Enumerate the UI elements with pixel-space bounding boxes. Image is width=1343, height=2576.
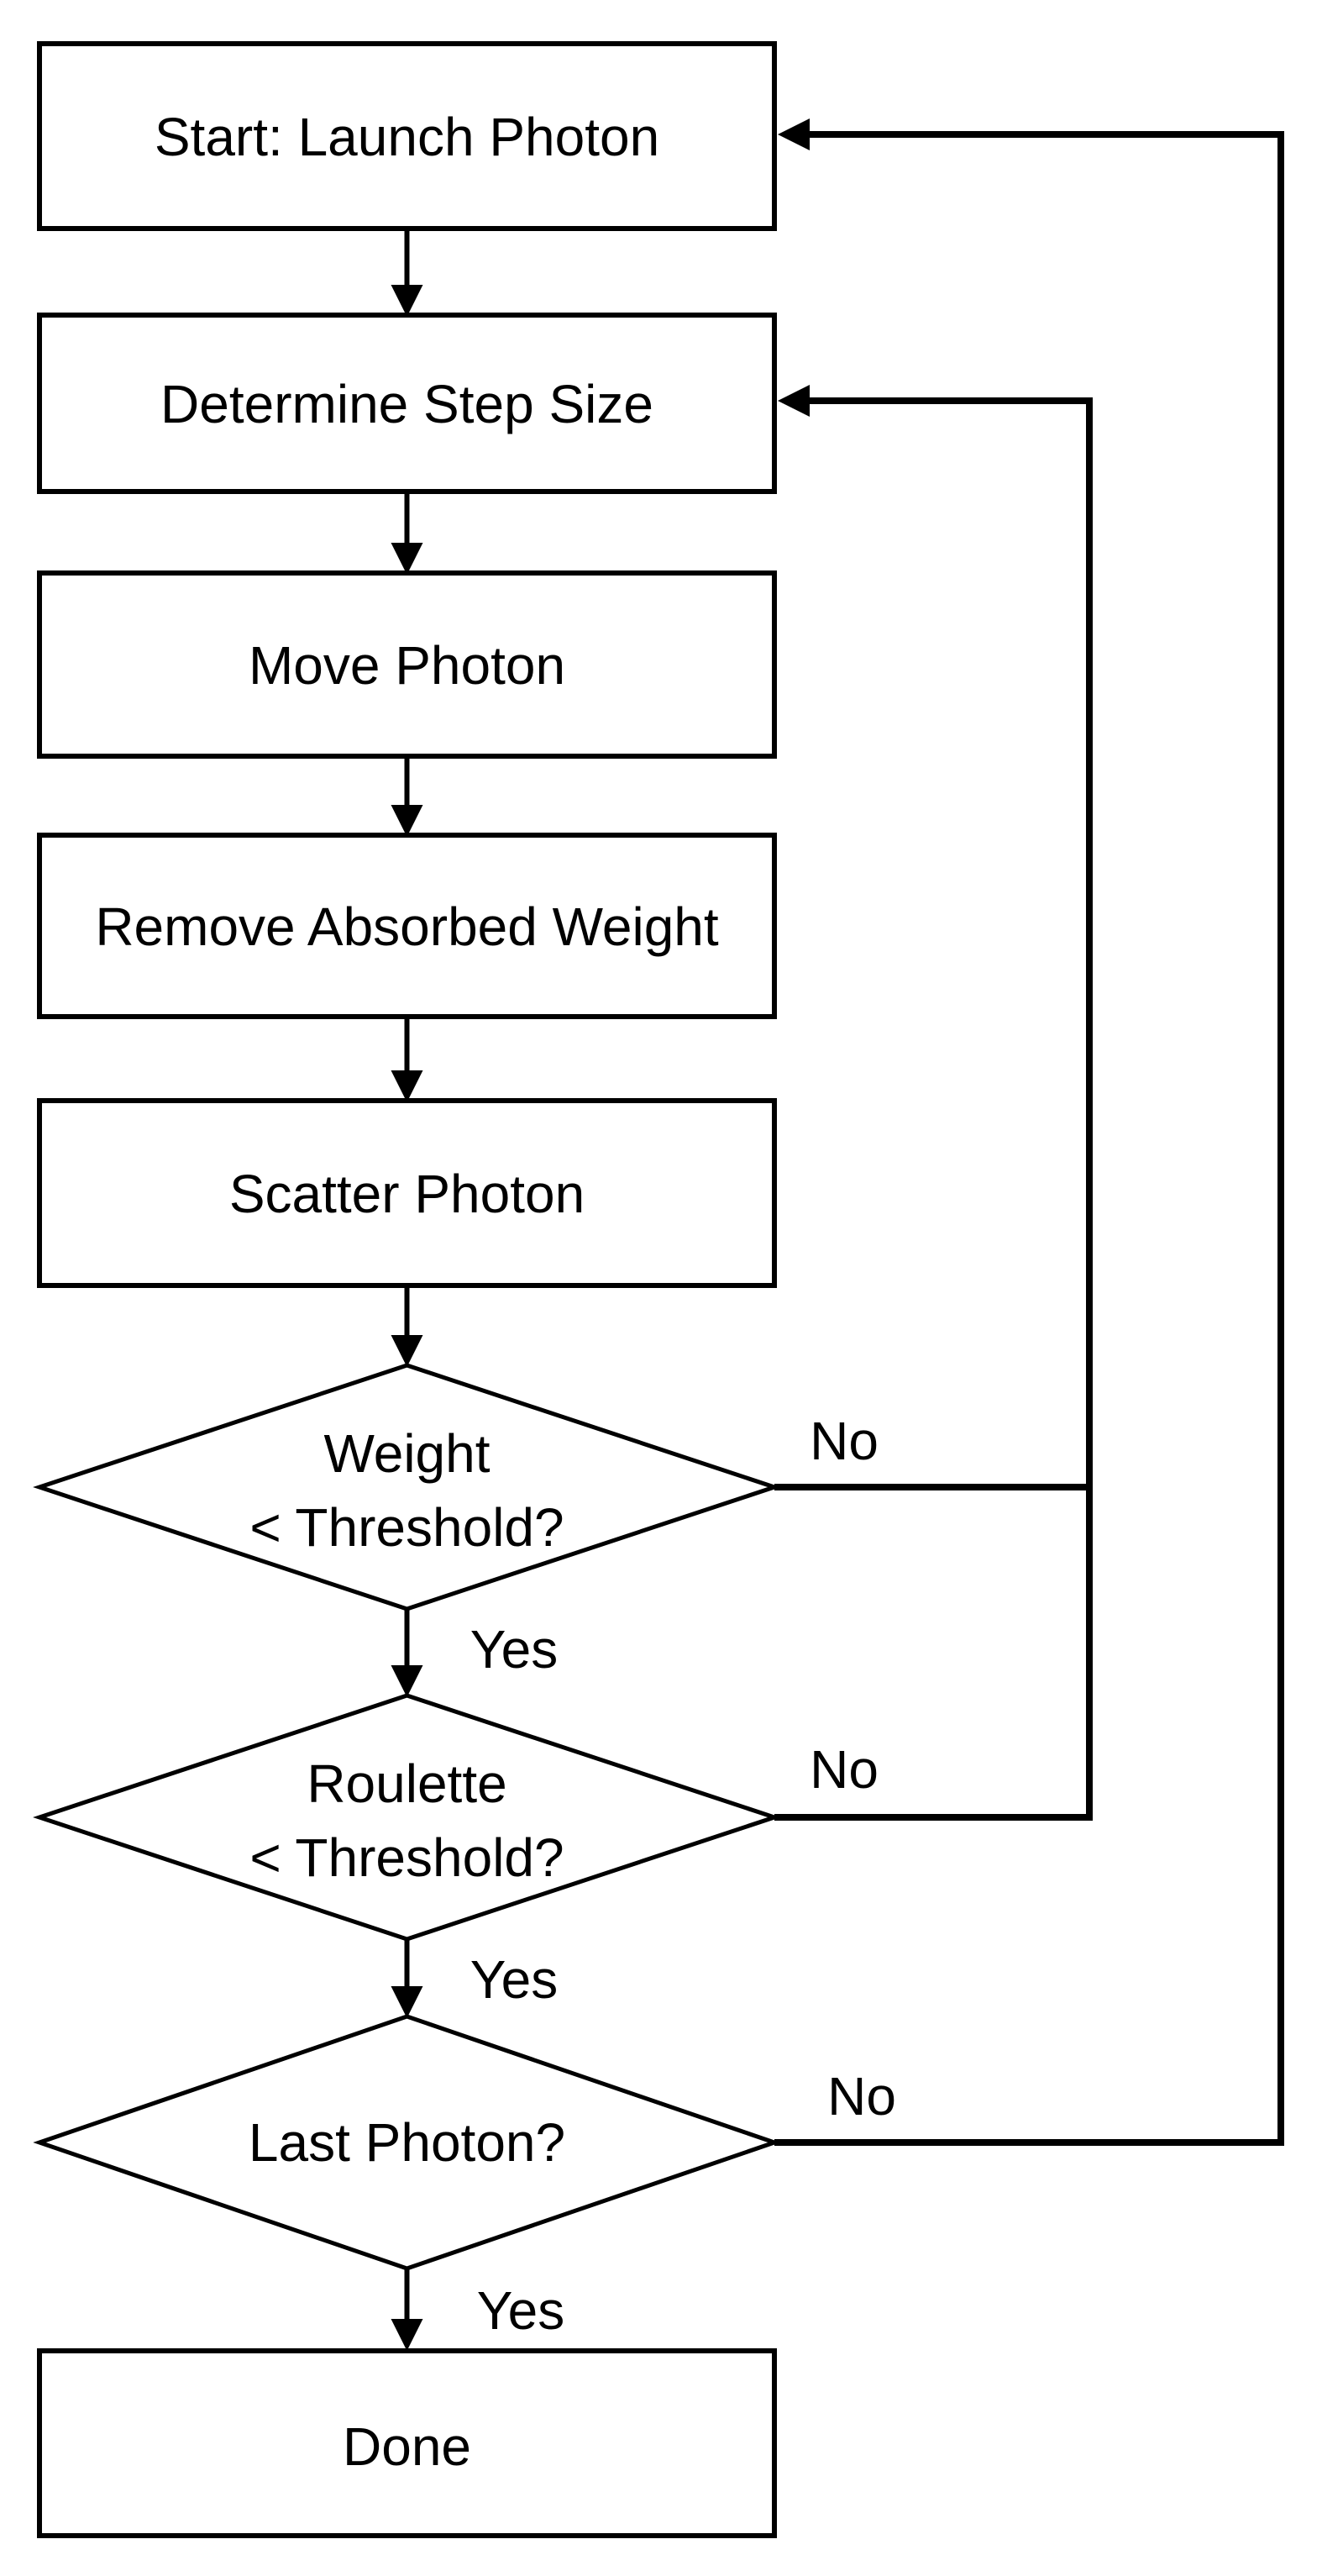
remove-weight-box xyxy=(37,833,777,1019)
node-remove-weight: Remove Absorbed Weight xyxy=(37,833,777,1019)
edge-scatter-to-weight xyxy=(391,1285,423,1367)
feedback-loop-outer xyxy=(774,118,1284,2146)
determine-step-box xyxy=(37,313,777,494)
arrowhead-into-start-icon xyxy=(778,118,810,150)
arrowhead-down-icon xyxy=(391,1986,423,2018)
roulette-threshold-label-line1: Roulette xyxy=(307,1753,506,1814)
last-photon-label: Last Photon? xyxy=(249,2112,565,2173)
arrowhead-into-determine-step-icon xyxy=(778,385,810,417)
edge-last-yes-to-done xyxy=(391,2268,423,2351)
node-start: Start: Launch Photon xyxy=(37,41,777,231)
arrowhead-down-icon xyxy=(391,805,423,837)
feedback-line-inner xyxy=(774,397,1093,1821)
scatter-photon-box xyxy=(37,1098,777,1288)
label-no-weight: No xyxy=(810,1411,879,1471)
determine-step-label: Determine Step Size xyxy=(160,374,653,434)
node-last-photon: Last Photon? xyxy=(33,2014,781,2271)
remove-weight-label: Remove Absorbed Weight xyxy=(95,896,719,957)
arrowhead-down-icon xyxy=(391,543,423,575)
start-label: Start: Launch Photon xyxy=(155,107,659,167)
node-determine-step: Determine Step Size xyxy=(37,313,777,494)
node-done: Done xyxy=(37,2348,777,2538)
scatter-photon-label: Scatter Photon xyxy=(229,1164,585,1224)
start-box xyxy=(37,41,777,231)
arrowhead-down-icon xyxy=(391,285,423,317)
arrowhead-down-icon xyxy=(391,1665,423,1697)
label-yes-roulette: Yes xyxy=(470,1949,558,2010)
done-box xyxy=(37,2348,777,2538)
feedback-line-outer xyxy=(774,131,1284,2146)
last-photon-diamond xyxy=(33,2014,781,2271)
edge-start-to-determine xyxy=(391,229,423,317)
node-weight-threshold: Weight < Threshold? xyxy=(33,1363,781,1611)
label-yes-last: Yes xyxy=(477,2280,564,2341)
edge-roulette-yes-to-last xyxy=(391,1939,423,2018)
roulette-threshold-label-line2: < Threshold? xyxy=(249,1827,564,1888)
edge-determine-to-move xyxy=(391,492,423,575)
edge-move-to-remove xyxy=(391,756,423,837)
feedback-loop-inner xyxy=(774,385,1093,1821)
arrowhead-down-icon xyxy=(391,2319,423,2351)
edge-weight-yes-to-roulette xyxy=(391,1609,423,1697)
roulette-threshold-diamond xyxy=(33,1693,781,1942)
done-label: Done xyxy=(343,2416,471,2477)
label-yes-weight: Yes xyxy=(470,1619,558,1680)
label-no-roulette: No xyxy=(810,1739,879,1800)
move-photon-box xyxy=(37,570,777,759)
weight-threshold-label-line1: Weight xyxy=(323,1423,490,1484)
node-scatter-photon: Scatter Photon xyxy=(37,1098,777,1288)
arrowhead-down-icon xyxy=(391,1070,423,1102)
move-photon-label: Move Photon xyxy=(249,635,565,696)
label-no-last: No xyxy=(827,2066,896,2127)
weight-threshold-diamond xyxy=(33,1363,781,1611)
weight-threshold-label-line2: < Threshold? xyxy=(249,1497,564,1558)
node-roulette-threshold: Roulette < Threshold? xyxy=(33,1693,781,1942)
edge-remove-to-scatter xyxy=(391,1017,423,1102)
arrowhead-down-icon xyxy=(391,1335,423,1367)
node-move-photon: Move Photon xyxy=(37,570,777,759)
